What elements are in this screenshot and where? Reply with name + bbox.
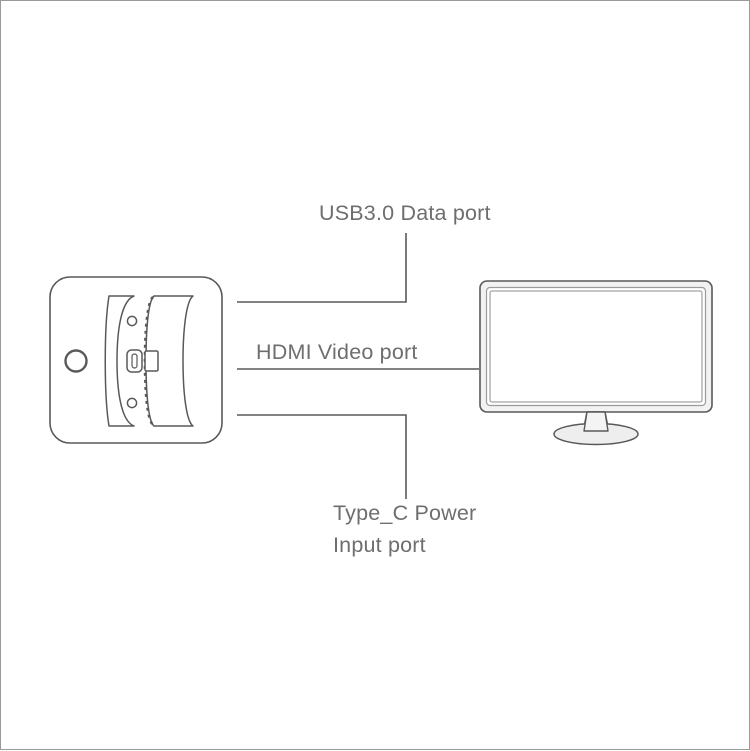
leader-lines xyxy=(237,233,479,499)
power-button[interactable] xyxy=(64,349,88,373)
label-typec-port-line1: Type_C Power xyxy=(333,501,476,525)
label-hdmi-port: HDMI Video port xyxy=(256,340,418,364)
screw-hole-top xyxy=(126,315,138,327)
usb-port-slot[interactable] xyxy=(126,349,143,373)
label-typec-port-line2: Input port xyxy=(333,533,426,557)
hdmi-port-slot[interactable] xyxy=(144,350,159,372)
adapter-device[interactable] xyxy=(49,276,223,444)
external-monitor[interactable] xyxy=(479,280,713,446)
cradle-left-wall xyxy=(104,295,135,427)
monitor-stand-neck-overlay xyxy=(583,411,609,432)
monitor-screen xyxy=(489,290,703,403)
label-usb-port: USB3.0 Data port xyxy=(319,201,491,225)
leader-line-typec xyxy=(237,414,407,499)
leader-line-usb xyxy=(237,233,407,303)
callout-labels: USB3.0 Data port HDMI Video port Type_C … xyxy=(256,201,491,557)
screw-hole-bottom xyxy=(126,397,138,409)
